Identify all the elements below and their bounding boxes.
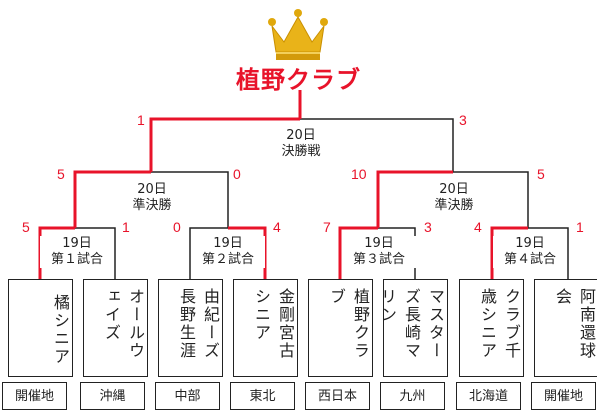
r1m2-winner-line [228,226,267,279]
final-right-line [300,118,454,172]
r1m3-name: 第３試合 [352,252,405,267]
champion-name: 植野クラブ [236,66,361,94]
final-left-winner-line [149,117,300,172]
team-box: 金剛宮古シニア [233,279,298,377]
r1m1-right-line [75,227,116,279]
team-name: 金剛宮古シニア [252,288,295,360]
team-box: 阿南還球会 [534,279,597,377]
team-region: 東北 [230,382,295,410]
semi2-label: 20日 準決勝 [424,182,484,214]
r1m2-left-line [189,227,228,279]
semi2-score-left: 10 [351,166,367,182]
r1m1-score-left: 5 [22,219,30,235]
final-score-left: 1 [137,112,145,128]
semi1-label: 20日 準決勝 [122,182,182,214]
team-region: 沖縄 [80,382,145,410]
team-name: クラブ千歳シニア [478,288,521,360]
team-box: 橘シニア [8,279,73,377]
team-region: 開催地 [531,382,596,410]
team-box: マスターズ長崎マリン [378,279,448,377]
semi2-score-right: 5 [537,166,545,182]
semi1-date: 20日 [137,182,167,197]
team-region: 九州 [380,382,445,410]
semi1-right-line [151,171,229,228]
r1m4-score-right: 1 [576,219,584,235]
team-region: 西日本 [305,382,370,410]
semi1-score-left: 5 [57,166,65,182]
final-score-right: 3 [459,112,467,128]
team-name: マスターズ長崎マリン [378,288,445,360]
r1m3-score-right: 3 [424,219,432,235]
r1m1-label: 19日 第１試合 [40,236,114,268]
team-name: 由紀ーズ長野生涯 [177,288,220,360]
team-region: 開催地 [2,382,67,410]
r1m4-right-line [528,227,569,279]
team-name: 植野クラブ [327,288,370,360]
r1m4-name: 第４試合 [503,252,556,267]
team-box: オールウェイズ [83,279,148,377]
semi2-winner-line [376,170,453,228]
r1m3-date: 19日 [364,236,394,251]
r1m2-date: 19日 [213,236,243,251]
r1m4-date: 19日 [515,236,545,251]
r1m1-date: 19日 [62,236,92,251]
r1m4-score-left: 4 [474,219,482,235]
r1m2-score-right: 4 [273,219,281,235]
final-label: 20日 決勝戦 [271,128,331,160]
r1m3-winner-line [338,226,378,279]
team-region: 中部 [155,382,220,410]
team-name: 橘シニア [51,294,70,366]
team-box: 植野クラブ [308,279,373,377]
semi2-name: 準決勝 [434,198,474,213]
team-region: 北海道 [456,382,521,410]
semi1-name: 準決勝 [132,198,172,213]
r1m1-name: 第１試合 [50,252,103,267]
r1m2-name: 第２試合 [201,252,254,267]
crown-icon [268,9,328,60]
r1m2-label: 19日 第２試合 [191,236,265,268]
team-name: オールウェイズ [102,288,145,360]
semi1-score-right: 0 [233,166,241,182]
team-box: 由紀ーズ長野生涯 [158,279,223,377]
semi2-date: 20日 [439,182,469,197]
r1m4-label: 19日 第４試合 [493,236,567,268]
final-name: 決勝戦 [281,144,321,159]
r1m2-score-left: 0 [173,219,181,235]
r1m4-winner-line [490,226,528,279]
r1m3-score-left: 7 [323,219,331,235]
r1m3-label: 19日 第３試合 [342,236,416,268]
r1m1-score-right: 1 [122,219,130,235]
semi2-right-line [453,171,529,228]
final-date: 20日 [286,128,316,143]
semi1-winner-line [73,170,151,228]
team-box: クラブ千歳シニア [459,279,524,377]
team-name: 阿南還球会 [553,288,596,360]
